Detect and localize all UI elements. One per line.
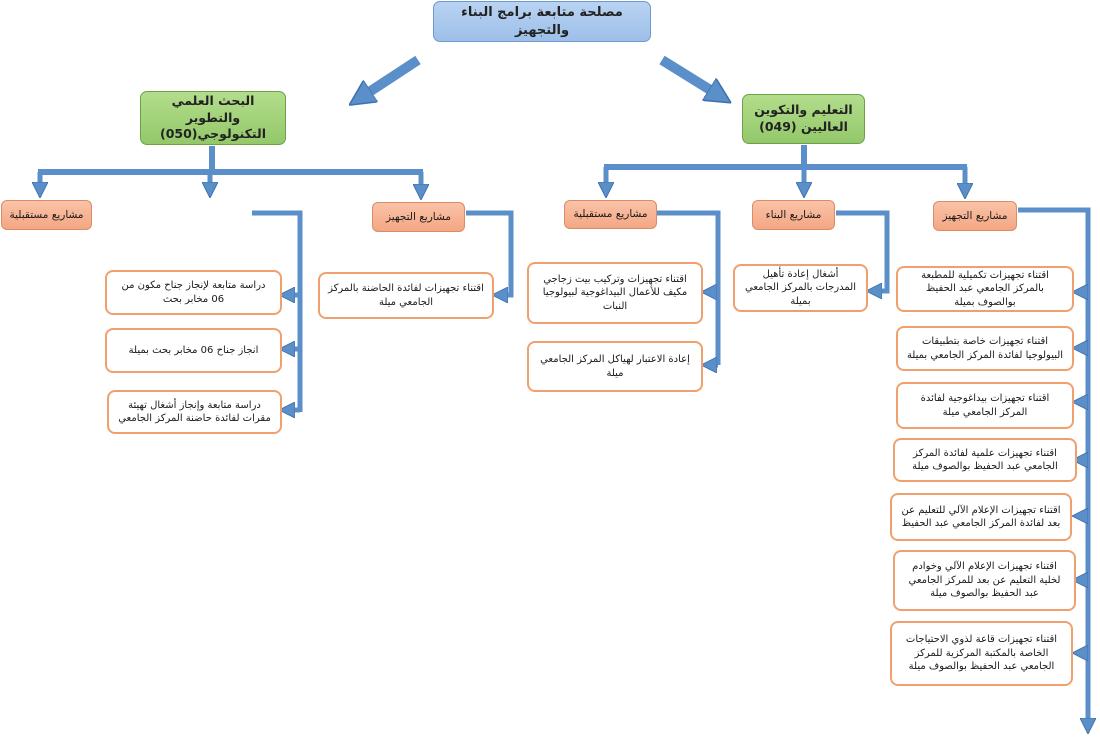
- item-lab-wing-construction: انجاز جناح 06 مخابر بحث بميلة: [105, 328, 282, 373]
- item-amphitheaters: أشغال إعادة تأهيل المدرجات بالمركز الجام…: [733, 264, 868, 312]
- item-pedagogical-equipment: اقتناء تجهيزات بيداغوجية لفائدة المركز ا…: [896, 382, 1074, 429]
- item-biology-equipment: اقتناء تجهيزات خاصة بتطبيقات البيولوجيا …: [896, 326, 1074, 371]
- research-equipment-link: [466, 210, 514, 295]
- item-printing-equipment: اقتناء تجهيزات تكميلية للمطبعة بالمركز ا…: [896, 266, 1074, 312]
- branch-research: البحث العلمي والتطوير التكنولوجي(050): [140, 91, 286, 145]
- root-node: مصلحة متابعة برامج البناء والتجهيز: [433, 1, 651, 42]
- item-special-needs-room: اقتناء تجهيزات قاعة لذوي الاحتياجات الخا…: [890, 621, 1073, 686]
- category-research-equipment: مشاريع التجهيز: [372, 202, 465, 232]
- category-education-building: مشاريع البناء: [752, 200, 835, 230]
- category-education-equipment: مشاريع التجهيز: [933, 201, 1017, 231]
- research-future-spine: [252, 210, 303, 412]
- branch-education: التعليم والتكوين العاليين (049): [742, 94, 865, 144]
- education-future-spine: [657, 210, 721, 365]
- root-to-education-arrow: [659, 55, 720, 96]
- item-lab-wing-study: دراسة متابعة لإنجاز جناح مكون من 06 مخاب…: [105, 270, 282, 315]
- item-rehabilitation: إعادة الاعتبار لهياكل المركز الجامعي ميل…: [527, 341, 703, 392]
- item-distance-learning-servers: اقتناء تجهيزات الإعلام الآلي وخوادم لخلي…: [893, 550, 1076, 611]
- category-education-future: مشاريع مستقبلية: [564, 200, 657, 229]
- education-equipment-spine: [1018, 207, 1088, 726]
- item-greenhouse: اقتناء تجهيزات وتركيب بيت زجاجي مكيف للأ…: [527, 262, 703, 324]
- item-distance-learning-it: اقتناء تجهيزات الإعلام الآلي للتعليم عن …: [890, 493, 1072, 541]
- root-to-research-arrow: [360, 55, 421, 98]
- category-research-future: مشاريع مستقبلية: [1, 200, 92, 230]
- item-incubator-premises: دراسة متابعة وإنجاز أشغال تهيئة مقرات لف…: [107, 390, 282, 434]
- item-incubator-equipment: اقتناء تجهيزات لفائدة الحاضنة بالمركز ال…: [318, 272, 494, 319]
- education-building-link: [836, 210, 890, 291]
- item-scientific-equipment: اقتناء تجهيزات علمية لفائدة المركز الجام…: [893, 438, 1077, 482]
